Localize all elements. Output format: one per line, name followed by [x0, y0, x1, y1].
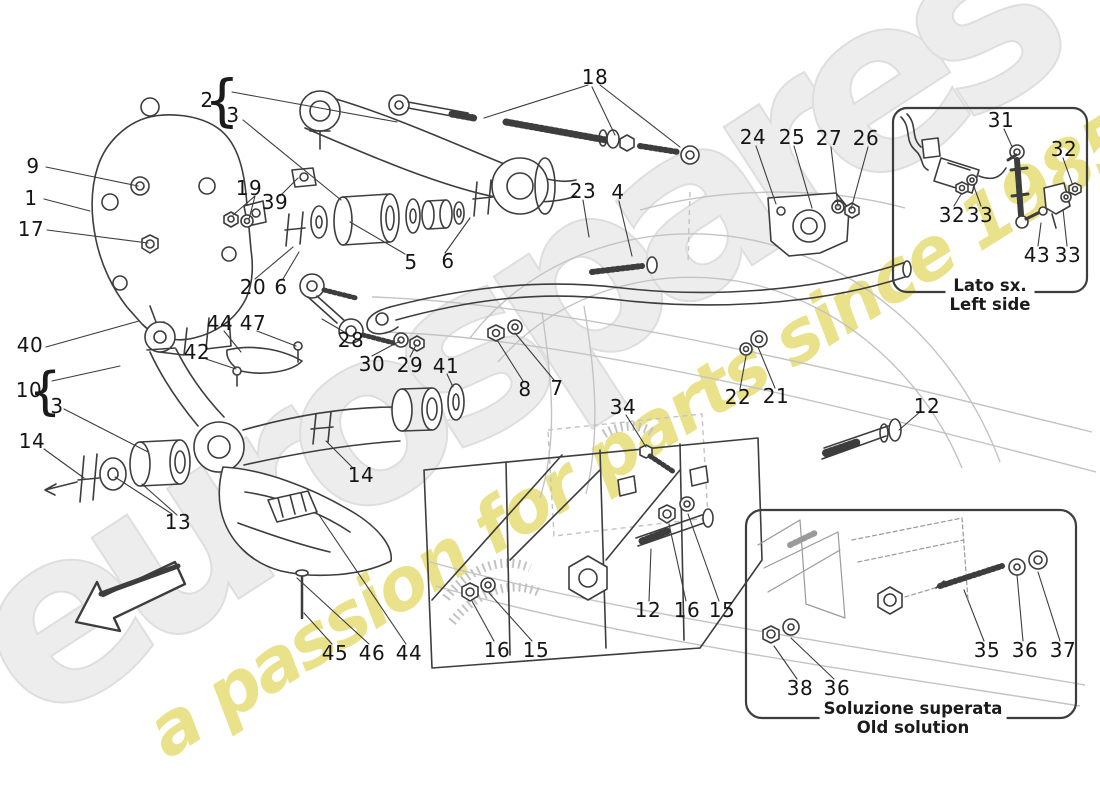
- wheel-knuckle: [91, 97, 267, 356]
- callout-46: 46: [358, 641, 386, 665]
- callout-32: 32: [1050, 137, 1078, 161]
- caption-left-side: Left side: [949, 295, 1031, 314]
- direction-arrow: [74, 560, 187, 633]
- upper-control-arm: [284, 90, 577, 247]
- callout-32: 32: [938, 203, 966, 227]
- callout-28: 28: [337, 328, 365, 352]
- callout-30: 30: [358, 352, 386, 376]
- callout-6: 6: [274, 275, 288, 299]
- callout-12: 12: [634, 598, 662, 622]
- callout-29: 29: [396, 353, 424, 377]
- callout-10: 10: [15, 378, 43, 402]
- callout-33: 33: [966, 203, 994, 227]
- callout-12: 12: [913, 394, 941, 418]
- stabilizer-link: [299, 273, 425, 352]
- caption-old-solution: Old solution: [856, 718, 970, 737]
- callout-20: 20: [239, 275, 267, 299]
- callout-21: 21: [762, 384, 790, 408]
- inset-left-side: [891, 106, 1089, 294]
- callout-14: 14: [347, 463, 375, 487]
- callout-39: 39: [261, 190, 289, 214]
- callout-14: 14: [18, 429, 46, 453]
- callout-44: 44: [395, 641, 423, 665]
- callout-33: 33: [1054, 243, 1082, 267]
- callout-43: 43: [1023, 243, 1051, 267]
- callout-17: 17: [17, 217, 45, 241]
- callout-5: 5: [404, 250, 418, 274]
- callout-22: 22: [724, 385, 752, 409]
- fasteners: [223, 167, 902, 602]
- stabilizer-bracket: [767, 192, 860, 257]
- parts-layer: [43, 84, 1089, 720]
- callout-15: 15: [522, 638, 550, 662]
- callout-42: 42: [183, 340, 211, 364]
- callout-1: 1: [24, 186, 38, 210]
- inset-old-solution: [744, 508, 1078, 720]
- heat-shield: [218, 341, 392, 620]
- callout-37: 37: [1049, 638, 1077, 662]
- ghost-lines: [118, 167, 1097, 707]
- callout-25: 25: [778, 125, 806, 149]
- callout-41: 41: [432, 354, 460, 378]
- callout-18: 18: [581, 65, 609, 89]
- subframe-truss: [423, 437, 763, 669]
- callout-45: 45: [321, 641, 349, 665]
- callout-9: 9: [26, 154, 40, 178]
- callout-16: 16: [483, 638, 511, 662]
- brace-2: {: [28, 362, 62, 422]
- callout-35: 35: [973, 638, 1001, 662]
- callout-7: 7: [550, 376, 564, 400]
- callout-23: 23: [569, 179, 597, 203]
- callout-13: 13: [164, 510, 192, 534]
- callout-6: 6: [441, 249, 455, 273]
- callout-8: 8: [518, 377, 532, 401]
- callout-19: 19: [235, 176, 263, 200]
- callout-27: 27: [815, 126, 843, 150]
- leader-lines: [43, 84, 1074, 680]
- callout-24: 24: [739, 125, 767, 149]
- callout-16: 16: [673, 598, 701, 622]
- callout-40: 40: [16, 333, 44, 357]
- inset-left-side-caption: Lato sx. Left side: [945, 276, 1035, 316]
- callout-4: 4: [611, 180, 625, 204]
- callout-47: 47: [239, 311, 267, 335]
- callout-15: 15: [708, 598, 736, 622]
- stabilizer-bar: [366, 260, 912, 335]
- callout-38: 38: [786, 676, 814, 700]
- brace-1: {: [204, 68, 240, 134]
- lower-control-arm: [77, 305, 465, 503]
- callout-2: 2: [200, 88, 214, 112]
- inset-old-solution-caption: Soluzione superata Old solution: [819, 699, 1007, 739]
- callout-44: 44: [206, 311, 234, 335]
- callout-31: 31: [987, 108, 1015, 132]
- callout-26: 26: [852, 126, 880, 150]
- caption-soluzione-superata: Soluzione superata: [823, 699, 1003, 719]
- callout-3: 3: [226, 103, 240, 127]
- small-arrow: [44, 481, 78, 496]
- callout-34: 34: [609, 395, 637, 419]
- callout-3: 3: [50, 394, 64, 418]
- callout-36: 36: [1011, 638, 1039, 662]
- caption-lato-sx: Lato sx.: [953, 276, 1027, 296]
- callout-36: 36: [823, 676, 851, 700]
- toe-link-and-bolts: [388, 94, 700, 165]
